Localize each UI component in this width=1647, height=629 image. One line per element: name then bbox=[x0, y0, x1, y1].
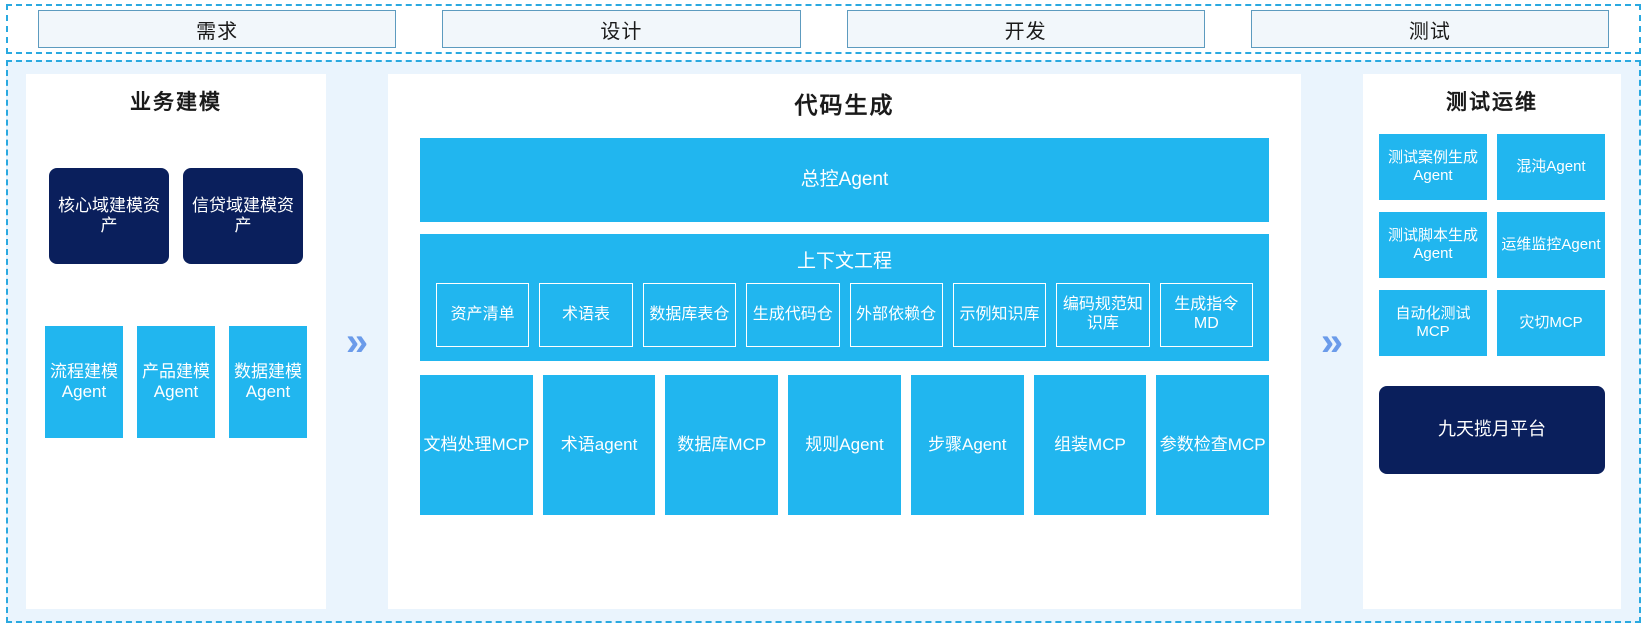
card-label: 步骤Agent bbox=[928, 434, 1007, 454]
item-label: 资产清单 bbox=[450, 305, 515, 323]
phase-label: 需求 bbox=[196, 20, 239, 43]
chevron-right-icon-2: » bbox=[1301, 74, 1363, 609]
panel-business-modeling: 业务建模 核心域建模资产 信贷域建模资产 流程建模Agent 产品建模Agent… bbox=[26, 74, 326, 609]
phase-box-development[interactable]: 开发 bbox=[846, 10, 1205, 48]
phase-box-design[interactable]: 设计 bbox=[442, 10, 801, 48]
card-label: 产品建模Agent bbox=[142, 361, 210, 401]
platform-card-jiutian-lanyue[interactable]: 九天揽月平台 bbox=[1379, 386, 1605, 474]
context-item-example-knowledge-base[interactable]: 示例知识库 bbox=[952, 283, 1047, 347]
card-label: 组装MCP bbox=[1054, 434, 1126, 454]
card-label: 九天揽月平台 bbox=[1438, 419, 1546, 440]
context-item-generation-instruction-md[interactable]: 生成指令MD bbox=[1159, 283, 1253, 347]
context-item-db-table-repo[interactable]: 数据库表仓 bbox=[642, 283, 737, 347]
main-container: 业务建模 核心域建模资产 信贷域建模资产 流程建模Agent 产品建模Agent… bbox=[6, 60, 1641, 623]
card-label: 信贷域建模资产 bbox=[192, 195, 294, 235]
test-ops-grid: 测试案例生成Agent 混沌Agent 测试脚本生成Agent 运维监控Agen… bbox=[1379, 134, 1605, 356]
tool-card-document-processing-mcp[interactable]: 文档处理MCP bbox=[420, 375, 533, 515]
test-ops-card-chaos-agent[interactable]: 混沌Agent bbox=[1497, 134, 1605, 200]
context-item-row: 资产清单 术语表 数据库表仓 生成代码仓 外部依赖仓 示例知识库 编码规范知识库… bbox=[436, 283, 1253, 347]
tool-card-database-mcp[interactable]: 数据库MCP bbox=[665, 375, 779, 515]
context-item-coding-standard-kb[interactable]: 编码规范知识库 bbox=[1056, 283, 1150, 347]
test-ops-card-test-case-generation-agent[interactable]: 测试案例生成Agent bbox=[1379, 134, 1487, 200]
test-ops-card-ops-monitoring-agent[interactable]: 运维监控Agent bbox=[1497, 212, 1605, 278]
panel-title-test-ops: 测试运维 bbox=[1446, 91, 1538, 114]
item-label: 术语表 bbox=[562, 305, 611, 323]
business-agent-row: 流程建模Agent 产品建模Agent 数据建模Agent bbox=[45, 326, 307, 438]
card-label: 混沌Agent bbox=[1516, 158, 1586, 176]
chevron-glyph: » bbox=[345, 319, 369, 364]
card-label: 灾切MCP bbox=[1519, 314, 1583, 332]
business-asset-row: 核心域建模资产 信贷域建模资产 bbox=[49, 168, 303, 264]
context-engineering-block: 上下文工程 资产清单 术语表 数据库表仓 生成代码仓 外部依赖仓 示例知识库 编… bbox=[420, 234, 1269, 361]
panel-test-ops: 测试运维 测试案例生成Agent 混沌Agent 测试脚本生成Agent 运维监… bbox=[1363, 74, 1621, 609]
item-label: 编码规范知识库 bbox=[1062, 296, 1143, 332]
agent-card-process-modeling[interactable]: 流程建模Agent bbox=[45, 326, 123, 438]
chevron-glyph: » bbox=[1320, 319, 1344, 364]
card-label: 数据建模Agent bbox=[234, 361, 302, 401]
card-label: 参数检查MCP bbox=[1159, 434, 1266, 454]
tool-card-row: 文档处理MCP 术语agent 数据库MCP 规则Agent 步骤Agent 组… bbox=[420, 375, 1270, 515]
card-label: 总控Agent bbox=[800, 168, 889, 190]
item-label: 示例知识库 bbox=[959, 305, 1040, 323]
context-item-glossary[interactable]: 术语表 bbox=[539, 283, 633, 347]
phase-label: 开发 bbox=[1004, 20, 1047, 43]
panel-title-business-modeling: 业务建模 bbox=[130, 91, 222, 114]
tool-card-rule-agent[interactable]: 规则Agent bbox=[788, 375, 901, 515]
tool-card-step-agent[interactable]: 步骤Agent bbox=[910, 375, 1024, 515]
test-ops-card-disaster-switch-mcp[interactable]: 灾切MCP bbox=[1497, 290, 1605, 356]
test-ops-card-test-script-generation-agent[interactable]: 测试脚本生成Agent bbox=[1379, 212, 1487, 278]
agent-card-data-modeling[interactable]: 数据建模Agent bbox=[229, 326, 307, 438]
panel-code-generation: 代码生成 总控Agent 上下文工程 资产清单 术语表 数据库表仓 生成代码仓 … bbox=[388, 74, 1301, 609]
asset-card-credit-domain[interactable]: 信贷域建模资产 bbox=[183, 168, 303, 264]
agent-card-product-modeling[interactable]: 产品建模Agent bbox=[137, 326, 215, 438]
item-label: 生成代码仓 bbox=[752, 305, 833, 323]
card-label: 运维监控Agent bbox=[1501, 236, 1601, 254]
code-generation-body: 总控Agent 上下文工程 资产清单 术语表 数据库表仓 生成代码仓 外部依赖仓… bbox=[398, 126, 1291, 515]
card-label: 流程建模Agent bbox=[50, 361, 118, 401]
asset-card-core-domain[interactable]: 核心域建模资产 bbox=[49, 168, 169, 264]
item-label: 生成指令MD bbox=[1174, 296, 1239, 332]
master-agent-banner[interactable]: 总控Agent bbox=[420, 138, 1269, 222]
card-label: 测试脚本生成Agent bbox=[1387, 227, 1478, 262]
card-label: 自动化测试MCP bbox=[1395, 305, 1471, 340]
panel-title-code-generation: 代码生成 bbox=[794, 92, 895, 118]
context-item-asset-inventory[interactable]: 资产清单 bbox=[436, 283, 530, 347]
phase-strip: 需求 设计 开发 测试 bbox=[6, 4, 1641, 54]
phase-box-requirements[interactable]: 需求 bbox=[38, 10, 397, 48]
card-label: 文档处理MCP bbox=[423, 434, 530, 454]
item-label: 外部依赖仓 bbox=[856, 305, 937, 323]
tool-card-glossary-agent[interactable]: 术语agent bbox=[542, 375, 656, 515]
chevron-right-icon-1: » bbox=[326, 74, 388, 609]
context-item-generated-code-repo[interactable]: 生成代码仓 bbox=[746, 283, 840, 347]
test-ops-card-automated-test-mcp[interactable]: 自动化测试MCP bbox=[1379, 290, 1487, 356]
card-label: 核心域建模资产 bbox=[58, 195, 160, 235]
card-label: 测试案例生成Agent bbox=[1387, 149, 1478, 184]
context-item-external-dependency-repo[interactable]: 外部依赖仓 bbox=[849, 283, 943, 347]
phase-label: 设计 bbox=[600, 20, 643, 43]
phase-box-testing[interactable]: 测试 bbox=[1250, 10, 1609, 48]
card-label: 规则Agent bbox=[805, 434, 884, 454]
card-label: 数据库MCP bbox=[677, 434, 767, 454]
card-label: 术语agent bbox=[560, 434, 638, 454]
phase-label: 测试 bbox=[1408, 20, 1451, 43]
tool-card-parameter-check-mcp[interactable]: 参数检查MCP bbox=[1156, 375, 1270, 515]
tool-card-assembly-mcp[interactable]: 组装MCP bbox=[1033, 375, 1147, 515]
item-label: 数据库表仓 bbox=[649, 305, 730, 323]
context-engineering-title: 上下文工程 bbox=[796, 251, 892, 272]
